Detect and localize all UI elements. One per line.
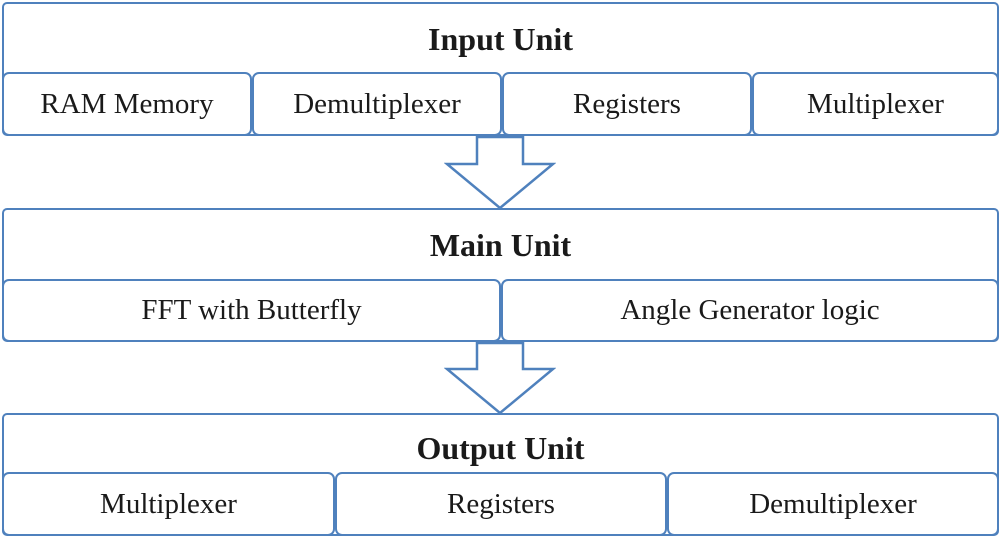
- main-unit-title: Main Unit: [429, 227, 572, 263]
- output-component-label: Registers: [447, 487, 555, 520]
- output-component-label: Demultiplexer: [749, 487, 917, 520]
- down-arrow-icon: [444, 136, 556, 210]
- output-component-multiplexer: Multiplexer: [2, 472, 335, 536]
- main-component-label: Angle Generator logic: [620, 294, 880, 326]
- input-component-label: Demultiplexer: [293, 87, 461, 120]
- input-component-multiplexer: Multiplexer: [752, 72, 999, 136]
- down-arrow-icon: [444, 342, 556, 415]
- input-component-label: RAM Memory: [40, 87, 214, 120]
- input-unit-title: Input Unit: [428, 21, 573, 57]
- input-component-ram-memory: RAM Memory: [2, 72, 252, 136]
- main-component-angle-generator: Angle Generator logic: [501, 279, 999, 342]
- input-component-registers: Registers: [502, 72, 752, 136]
- main-component-fft-butterfly: FFT with Butterfly: [2, 279, 501, 342]
- output-component-demultiplexer: Demultiplexer: [667, 472, 999, 536]
- output-component-label: Multiplexer: [100, 487, 237, 520]
- output-component-registers: Registers: [335, 472, 667, 536]
- output-unit-title: Output Unit: [416, 430, 585, 466]
- input-component-label: Registers: [573, 87, 681, 120]
- input-component-label: Multiplexer: [807, 87, 944, 120]
- input-component-demultiplexer: Demultiplexer: [252, 72, 502, 136]
- main-component-label: FFT with Butterfly: [141, 294, 362, 326]
